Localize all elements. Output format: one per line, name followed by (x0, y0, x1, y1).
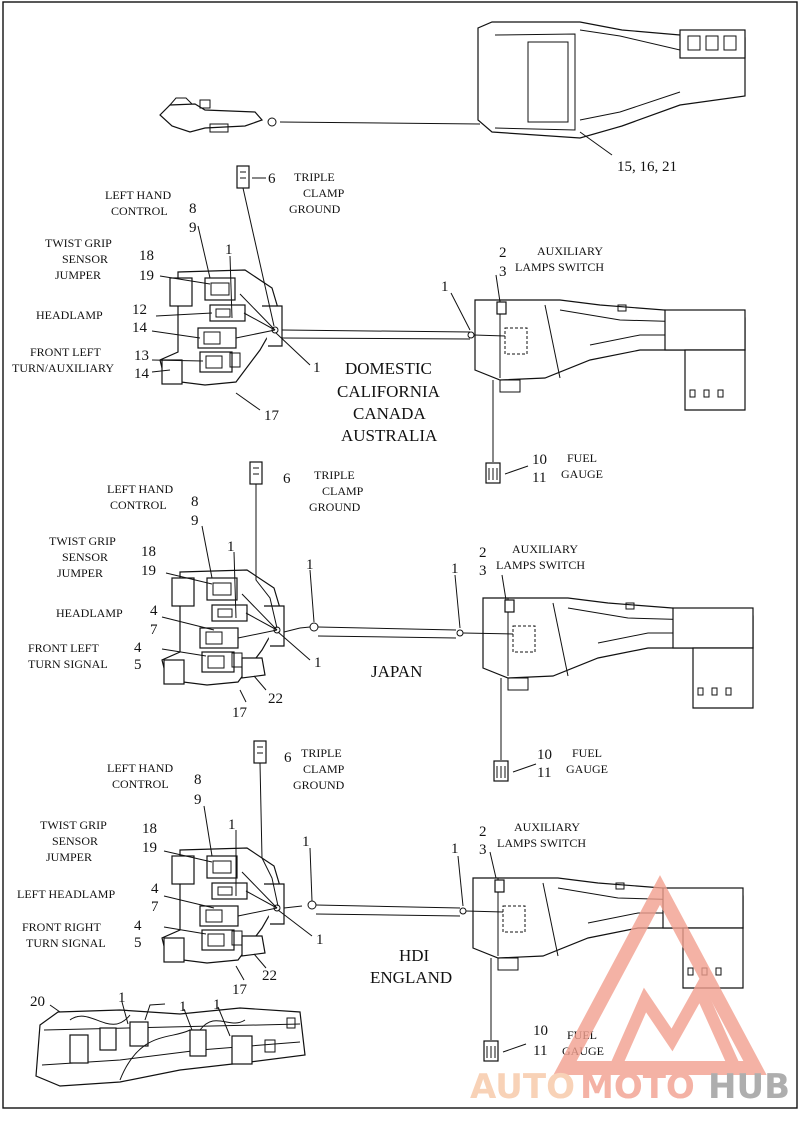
watermark-auto: AUTO (470, 1067, 575, 1107)
callout-4-b: 4 (134, 640, 142, 656)
callout-10: 10 (537, 747, 552, 763)
callout-9: 9 (191, 513, 199, 529)
callout-19: 19 (141, 563, 156, 579)
callout-19: 19 (142, 840, 157, 856)
callout-6: 6 (283, 471, 291, 487)
callout-8: 8 (194, 772, 202, 788)
callout-11: 11 (537, 765, 551, 781)
callout-8: 8 (189, 201, 197, 217)
callout-1-c: 1 (213, 997, 221, 1013)
callout-18: 18 (139, 248, 154, 264)
callout-1-a: 1 (227, 539, 235, 555)
callout-8: 8 (191, 494, 199, 510)
callout-3: 3 (499, 264, 507, 280)
callout-18: 18 (141, 544, 156, 560)
callout-3: 3 (479, 563, 487, 579)
headlamp-label: LEFT HEADLAMP (17, 887, 115, 901)
callout-1-a: 1 (225, 242, 233, 258)
callout-7: 7 (151, 899, 159, 915)
callout-10: 10 (533, 1023, 548, 1039)
callout-3: 3 (479, 842, 487, 858)
callout-9: 9 (189, 220, 197, 236)
callout-2: 2 (499, 245, 507, 261)
callout-1-b: 1 (314, 655, 322, 671)
callout-9: 9 (194, 792, 202, 808)
callout-4-b: 4 (134, 918, 142, 934)
callout-22: 22 (268, 691, 283, 707)
callout-1-b: 1 (313, 360, 321, 376)
callout-6: 6 (268, 171, 276, 187)
callout-1-d: 1 (451, 841, 459, 857)
callout-18: 18 (142, 821, 157, 837)
callout-5: 5 (134, 935, 142, 951)
bottom-harness-detail: 20 1 1 1 (30, 990, 306, 1087)
callout-2: 2 (479, 545, 487, 561)
callout-17: 17 (264, 408, 280, 424)
automotohub-watermark: AUTO MOTO HUB (470, 875, 790, 1107)
callout-1-b: 1 (316, 932, 324, 948)
watermark-moto: MOTO (580, 1067, 695, 1107)
callout-17: 17 (232, 705, 248, 721)
headlamp-label: HEADLAMP (36, 308, 103, 322)
callout-13: 13 (134, 348, 149, 364)
callout-22: 22 (262, 968, 277, 984)
callout-1-c: 1 (306, 557, 314, 573)
callout-1-a: 1 (228, 817, 236, 833)
callout-5: 5 (134, 657, 142, 673)
callout-20: 20 (30, 994, 45, 1010)
page-frame (2, 1, 798, 1109)
callout-14-b: 14 (134, 366, 150, 382)
callout-7: 7 (150, 622, 158, 638)
callout-4-a: 4 (151, 881, 159, 897)
callout-19: 19 (139, 268, 154, 284)
callout-14-a: 14 (132, 320, 148, 336)
region-label: JAPAN (371, 662, 422, 681)
callout-1-c: 1 (441, 279, 449, 295)
callout-17: 17 (232, 982, 248, 998)
callout-11: 11 (533, 1043, 547, 1059)
headlamp-label: HEADLAMP (56, 606, 123, 620)
callout-2: 2 (479, 824, 487, 840)
callout-10: 10 (532, 452, 547, 468)
callout-4-a: 4 (150, 603, 158, 619)
watermark-triangle (553, 875, 767, 1075)
watermark-hub: HUB (708, 1067, 790, 1107)
callout-1-a: 1 (118, 990, 126, 1006)
top-harness-assembly: 15, 16, 21 (159, 21, 746, 175)
callout-6: 6 (284, 750, 292, 766)
callout-1-c: 1 (302, 834, 310, 850)
callout-1-b: 1 (179, 999, 187, 1015)
callout-11: 11 (532, 470, 546, 486)
callout-1-d: 1 (451, 561, 459, 577)
callout-12: 12 (132, 302, 147, 318)
ref-15-16-21: 15, 16, 21 (617, 159, 677, 175)
